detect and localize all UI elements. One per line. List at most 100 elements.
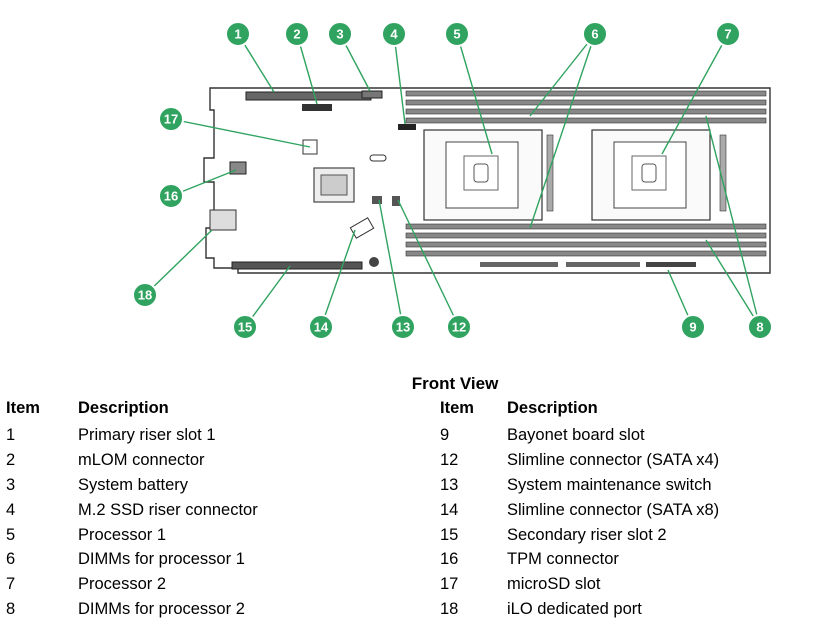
legend-row: 6 DIMMs for processor 1	[6, 547, 258, 572]
item-description: Slimline connector (SATA x8)	[507, 500, 720, 519]
legend-row: 5 Processor 1	[6, 523, 258, 548]
svg-text:7: 7	[724, 27, 731, 42]
callout-3: 3	[327, 21, 353, 47]
legend-row: 7 Processor 2	[6, 572, 258, 597]
svg-text:14: 14	[314, 320, 329, 335]
legend-row: 8 DIMMs for processor 2	[6, 597, 258, 622]
svg-text:15: 15	[238, 320, 252, 335]
callout-6: 6	[582, 21, 608, 47]
item-number: 16	[440, 550, 459, 569]
item-description: DIMMs for processor 1	[78, 550, 245, 569]
callout-13: 13	[390, 314, 416, 340]
callout-9: 9	[680, 314, 706, 340]
processor-1-socket	[423, 129, 543, 221]
legend-row: 1 Primary riser slot 1	[6, 423, 258, 448]
slimline-sata-x4	[392, 196, 400, 206]
callout-15: 15	[232, 314, 258, 340]
legend-row: 9 Bayonet board slot	[440, 423, 719, 448]
legend-row: 14 Slimline connector (SATA x8)	[440, 498, 719, 523]
item-number: 2	[6, 450, 16, 469]
item-number: 15	[440, 525, 459, 544]
legend-row: 18 iLO dedicated port	[440, 597, 719, 622]
svg-text:2: 2	[293, 27, 300, 42]
legend-row: 17 microSD slot	[440, 572, 719, 597]
callout-8: 8	[747, 314, 773, 340]
svg-text:5: 5	[453, 27, 460, 42]
legend-row: 4 M.2 SSD riser connector	[6, 498, 258, 523]
item-number: 14	[440, 500, 459, 519]
ilo-port	[209, 209, 237, 231]
view-title: Front View	[411, 374, 499, 393]
item-header: Item	[6, 398, 40, 417]
item-header: Item	[440, 398, 474, 417]
item-number: 1	[6, 425, 16, 444]
item-description: DIMMs for processor 2	[78, 600, 245, 619]
item-description: System battery	[78, 475, 189, 494]
item-number: 8	[6, 600, 16, 619]
svg-text:17: 17	[164, 112, 178, 127]
item-description: Processor 1	[78, 525, 167, 544]
motherboard-diagram: 1 2 3 4 5 6 7 8 9 12 13 14 15 16 17 18	[132, 21, 773, 340]
legend-row: 15 Secondary riser slot 2	[440, 523, 719, 548]
legend-row: 12 Slimline connector (SATA x4)	[440, 448, 719, 473]
mlom-connector	[302, 104, 332, 111]
callout-18: 18	[132, 282, 158, 308]
maintenance-switch	[372, 196, 382, 204]
description-header: Description	[78, 398, 169, 417]
svg-text:12: 12	[452, 320, 466, 335]
item-description: System maintenance switch	[507, 475, 712, 494]
legend-row: 13 System maintenance switch	[440, 473, 719, 498]
item-number: 17	[440, 575, 459, 594]
callout-14: 14	[308, 314, 334, 340]
item-description: M.2 SSD riser connector	[78, 500, 258, 519]
legend-row: 3 System battery	[6, 473, 258, 498]
callout-17: 17	[158, 106, 184, 132]
callout-16: 16	[158, 183, 184, 209]
item-description: Processor 2	[78, 575, 167, 594]
item-number: 13	[440, 475, 459, 494]
svg-text:9: 9	[689, 320, 696, 335]
bayonet-slot	[480, 262, 558, 267]
processor-2-socket	[591, 129, 711, 221]
item-number: 3	[6, 475, 16, 494]
item-description: Slimline connector (SATA x4)	[507, 450, 720, 469]
dimm-bank-upper	[405, 90, 767, 124]
system-battery	[361, 90, 383, 99]
leader-lines	[144, 33, 761, 328]
item-number: 18	[440, 600, 459, 619]
legend-row: 2 mLOM connector	[6, 448, 258, 473]
svg-text:6: 6	[591, 27, 598, 42]
item-description: Bayonet board slot	[507, 425, 645, 444]
item-number: 7	[6, 575, 16, 594]
svg-text:1: 1	[234, 27, 241, 42]
item-number: 4	[6, 500, 16, 519]
item-description: Primary riser slot 1	[78, 425, 216, 444]
item-description: Secondary riser slot 2	[507, 525, 667, 544]
legend-row: 16 TPM connector	[440, 547, 719, 572]
item-description: mLOM connector	[78, 450, 205, 469]
m2-riser-connector	[398, 124, 416, 130]
primary-riser-slot	[245, 91, 372, 101]
item-number: 9	[440, 425, 450, 444]
item-description: microSD slot	[507, 575, 601, 594]
tpm-connector	[229, 161, 247, 175]
callout-1: 1	[225, 21, 251, 47]
callout-2: 2	[284, 21, 310, 47]
legend-table-left: Item Description 1 Primary riser slot 1 2…	[6, 398, 258, 622]
svg-text:18: 18	[138, 288, 152, 303]
dimm-bank-lower	[405, 223, 767, 257]
callout-12: 12	[446, 314, 472, 340]
callout-4: 4	[381, 21, 407, 47]
secondary-riser-slot	[231, 261, 363, 270]
item-number: 5	[6, 525, 16, 544]
svg-text:4: 4	[390, 27, 398, 42]
svg-text:16: 16	[164, 189, 178, 204]
item-number: 6	[6, 550, 16, 569]
svg-text:8: 8	[756, 320, 763, 335]
item-description: TPM connector	[507, 550, 619, 569]
description-header: Description	[507, 398, 598, 417]
item-number: 12	[440, 450, 459, 469]
callout-5: 5	[444, 21, 470, 47]
item-description: iLO dedicated port	[507, 600, 642, 619]
